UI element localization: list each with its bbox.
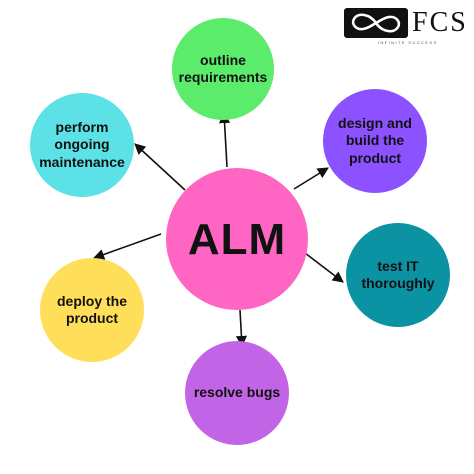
arrow-to-test-thoroughly [304, 252, 344, 283]
arrow-to-design-and-build [293, 167, 329, 190]
node-label-line: requirements [178, 69, 268, 85]
node-perform-maintenance: perform ongoing maintenance [30, 93, 134, 197]
arrow-to-perform-maintenance [134, 143, 186, 191]
node-deploy-product: deploy the product [40, 258, 144, 362]
node-label-line: test IT [377, 257, 419, 274]
node-label-line: ongoing [54, 136, 110, 153]
node-label-line: design and [338, 114, 412, 131]
center-node-alm: ALM [166, 168, 308, 310]
center-node-label: ALM [187, 214, 287, 264]
arrow-to-deploy-product [92, 233, 162, 260]
node-label-line: product [348, 149, 402, 166]
arrow-to-outline-requirements [218, 111, 231, 168]
node-design-and-build: design and build the product [323, 89, 427, 193]
fcs-logo: FCS INFINITE SUCCESS [344, 6, 470, 46]
node-label-line: deploy the [56, 292, 127, 309]
logo-tagline: INFINITE SUCCESS [378, 40, 438, 45]
arrow-to-resolve-bugs [235, 309, 248, 348]
node-resolve-bugs: resolve bugs [185, 341, 289, 445]
node-test-thoroughly: test IT thoroughly [346, 223, 450, 327]
node-label-line: thoroughly [361, 275, 435, 291]
logo-text: FCS [412, 7, 468, 38]
node-label-line: product [65, 310, 119, 326]
node-label-line: maintenance [39, 153, 125, 170]
node-label-line: resolve bugs [193, 384, 281, 401]
infinity-icon [344, 8, 408, 38]
node-outline-requirements: outline requirements [172, 18, 274, 120]
node-label-line: perform [55, 118, 109, 135]
node-label-line: build the [345, 132, 405, 149]
node-label-line: outline [200, 51, 246, 68]
